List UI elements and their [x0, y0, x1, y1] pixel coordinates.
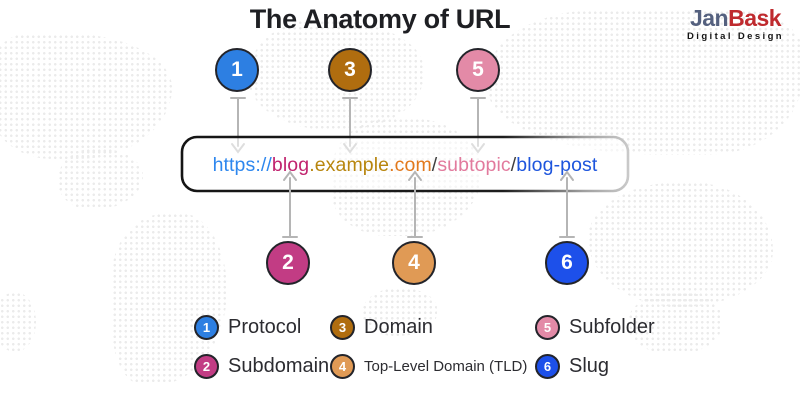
world-map-dots — [0, 34, 172, 159]
world-map-dots — [362, 288, 437, 336]
legend-label: Domain — [364, 315, 433, 338]
janbask-logo: JanBask Digital Design — [687, 7, 784, 42]
logo-part-jan: Jan — [689, 5, 729, 31]
legend-label: Subdomain — [228, 354, 330, 377]
arrow-up-icon — [407, 170, 423, 238]
logo-part-bask: Bask — [728, 5, 782, 31]
marker-number: 3 — [344, 58, 356, 81]
legend-badge-5: 5 — [535, 314, 560, 340]
marker-number: 2 — [282, 251, 294, 274]
url-subdomain: blog — [271, 153, 310, 176]
marker-number: 5 — [472, 58, 484, 81]
legend-label: Slug — [569, 354, 610, 377]
world-map-dots — [58, 148, 143, 210]
legend-badge-4: 4 — [330, 353, 355, 379]
url-slash: / — [431, 153, 438, 176]
url-slug: blog-post — [516, 153, 598, 176]
marker-5-subfolder: 5 — [456, 48, 500, 92]
logo-wordmark: JanBask — [687, 7, 784, 30]
url-text: https://blog.example.com/subtopic/blog-p… — [183, 139, 627, 191]
world-map-dots — [488, 10, 800, 155]
world-map-dots — [588, 182, 773, 307]
world-map-dots — [628, 292, 723, 354]
legend-badge-1: 1 — [194, 314, 219, 340]
marker-number: 6 — [561, 251, 573, 274]
legend-label: Protocol — [228, 315, 302, 338]
marker-1-protocol: 1 — [215, 48, 259, 92]
legend-column-3: 5 Subfolder 6 Slug — [535, 314, 655, 379]
marker-3-domain: 3 — [328, 48, 372, 92]
legend-item-subdomain: 2 Subdomain — [194, 353, 329, 379]
url-tld: .com — [389, 153, 432, 176]
legend-item-slug: 6 Slug — [535, 353, 655, 379]
legend-item-subfolder: 5 Subfolder — [535, 314, 655, 340]
url-domain: .example — [309, 153, 390, 176]
marker-4-tld: 4 — [392, 241, 436, 285]
legend-label: Top-Level Domain (TLD) — [364, 357, 528, 375]
legend-column-2: 3 Domain 4 Top-Level Domain (TLD) — [330, 314, 527, 379]
legend-badge-3: 3 — [330, 314, 355, 340]
marker-2-subdomain: 2 — [266, 241, 310, 285]
arrow-up-icon — [282, 170, 298, 238]
marker-number: 1 — [231, 58, 243, 81]
marker-6-slug: 6 — [545, 241, 589, 285]
url-protocol: https:// — [212, 153, 272, 176]
arrow-up-icon — [559, 170, 575, 238]
legend-badge-6: 6 — [535, 353, 560, 379]
marker-number: 4 — [408, 251, 420, 274]
world-map-dots — [0, 292, 36, 352]
legend-badge-2: 2 — [194, 353, 219, 379]
legend-item-protocol: 1 Protocol — [194, 314, 329, 340]
legend-label: Subfolder — [569, 315, 655, 338]
legend-item-tld: 4 Top-Level Domain (TLD) — [330, 353, 527, 379]
url-slash: / — [510, 153, 517, 176]
legend-item-domain: 3 Domain — [330, 314, 527, 340]
logo-subtitle: Digital Design — [687, 31, 784, 42]
url-subfolder: subtopic — [437, 153, 511, 176]
page-title: The Anatomy of URL — [249, 4, 511, 34]
legend-column-1: 1 Protocol 2 Subdomain — [194, 314, 329, 379]
